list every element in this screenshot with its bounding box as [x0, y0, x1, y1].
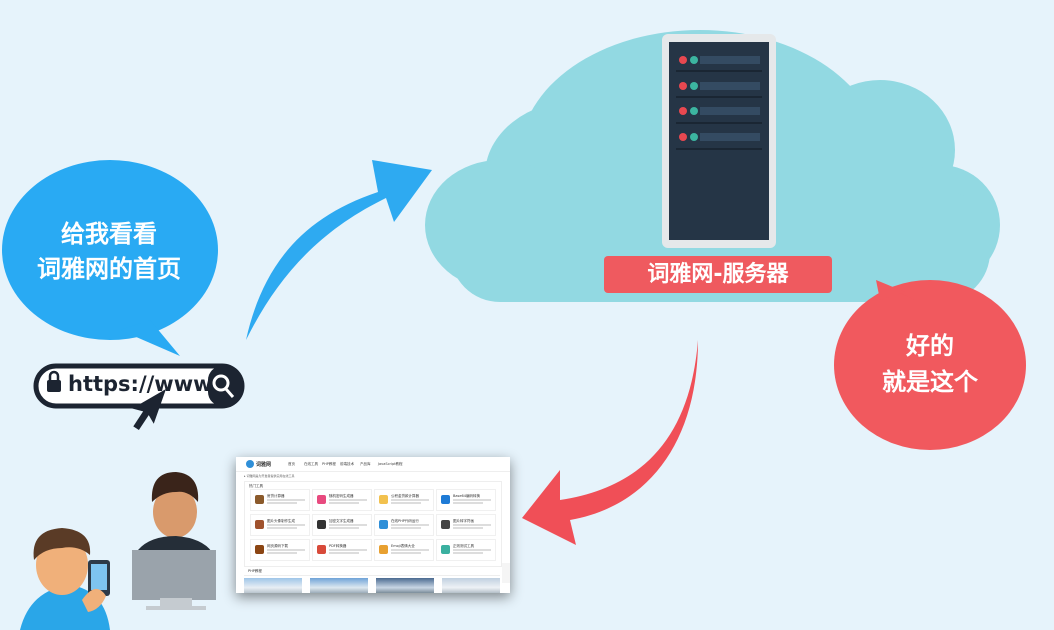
nav-item: 产品库	[360, 462, 371, 466]
tool-icon	[317, 495, 326, 504]
section-heading: PHP教程	[244, 569, 500, 576]
tool-icon	[255, 495, 264, 504]
tool-card: 加密文字生成器	[312, 514, 372, 536]
section-title: PHP教程	[248, 569, 262, 573]
tool-card: 在线PHP代码运行	[374, 514, 434, 536]
site-logo-icon	[246, 460, 254, 468]
tool-name: 房贷计算器	[267, 494, 285, 498]
tool-icon	[441, 520, 450, 529]
tool-name: 加密文字生成器	[329, 519, 354, 523]
tool-name: 在线PHP代码运行	[391, 519, 419, 523]
tool-card: 网页源码下载	[250, 539, 310, 561]
tool-name: Emoji表情大全	[391, 544, 415, 548]
tool-name: 图片转字符画	[453, 519, 474, 523]
tool-card: 图片头像制作生成	[250, 514, 310, 536]
tool-name: Base64编码转换	[453, 494, 480, 498]
server-reply-line: 好的	[906, 332, 954, 360]
url-bar	[33, 363, 245, 431]
tool-name: 正则测试工具	[453, 544, 474, 548]
tool-card: Base64编码转换	[436, 489, 496, 511]
tool-name: 随机密码生成器	[329, 494, 354, 498]
article-thumb	[442, 578, 500, 593]
site-breadcrumb: ▸ 词雅网是为开发者提供实用在线工具	[244, 474, 295, 478]
tool-name: 图片头像制作生成	[267, 519, 295, 523]
tool-card: Emoji表情大全	[374, 539, 434, 561]
article-thumb	[376, 578, 434, 593]
tool-icon	[441, 495, 450, 504]
tool-icon	[441, 545, 450, 554]
article-thumb	[310, 578, 368, 593]
tool-card: 正则测试工具	[436, 539, 496, 561]
article-thumb	[244, 578, 302, 593]
nav-item: 前端技术	[340, 462, 354, 466]
user-request-line: 给我看看	[61, 220, 157, 248]
tool-name: 网页源码下载	[267, 544, 288, 548]
site-logo-text: 词雅网	[256, 462, 272, 468]
tool-card: 公积金贷款计算器	[374, 489, 434, 511]
tools-panel: 热门工具	[244, 481, 502, 567]
user-speech-bubble	[2, 160, 218, 356]
tool-card: 图片转字符画	[436, 514, 496, 536]
tool-icon	[379, 520, 388, 529]
server-speech-bubble	[834, 280, 1026, 450]
user-request-line: 词雅网的首页	[37, 255, 181, 283]
request-arrow	[246, 160, 432, 340]
tool-card: 随机密码生成器	[312, 489, 372, 511]
response-arrow	[522, 340, 698, 545]
tool-card: 房贷计算器	[250, 489, 310, 511]
nav-item: 在线工具	[304, 462, 318, 466]
tool-icon	[255, 520, 264, 529]
server-icon	[662, 34, 776, 248]
site-nav: 词雅网 首页 在线工具 PHP教程 前端技术 产品库 JavaScript教程	[236, 457, 510, 472]
tool-icon	[317, 520, 326, 529]
server-reply-line: 就是这个	[882, 368, 978, 396]
tool-name: 公积金贷款计算器	[391, 494, 419, 498]
server-label: 词雅网-服务器	[604, 256, 832, 293]
url-text: https://www	[68, 372, 213, 396]
nav-item: PHP教程	[322, 462, 336, 466]
nav-item: 首页	[288, 462, 295, 466]
tool-name: PDF转换器	[329, 544, 347, 548]
boy-with-phone	[20, 528, 110, 630]
user-request-text: 给我看看 词雅网的首页	[24, 217, 194, 287]
tool-icon	[317, 545, 326, 554]
nav-item: JavaScript教程	[378, 462, 403, 466]
server-reply-text: 好的 就是这个	[850, 328, 1010, 400]
tool-icon	[255, 545, 264, 554]
website-screenshot: 词雅网 首页 在线工具 PHP教程 前端技术 产品库 JavaScript教程 …	[236, 457, 510, 593]
man-at-computer	[132, 472, 216, 610]
tool-icon	[379, 495, 388, 504]
side-toolbar	[502, 563, 510, 583]
tool-card: PDF转换器	[312, 539, 372, 561]
tools-panel-title: 热门工具	[249, 484, 263, 488]
tool-icon	[379, 545, 388, 554]
